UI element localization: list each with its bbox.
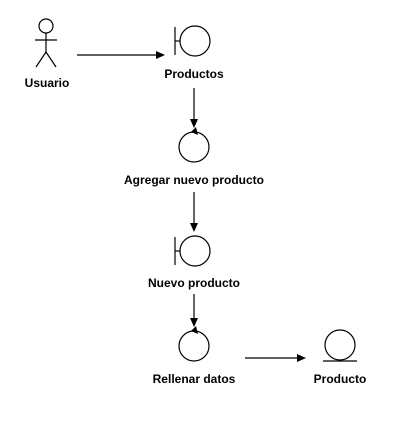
boundary-circle [179,25,211,57]
entity-producto[interactable]: Producto [314,329,367,386]
actor-usuario[interactable]: Usuario [25,18,70,90]
edge-nuevo-rellenar[interactable] [190,294,198,327]
control-circle [178,131,210,163]
edge-arrowhead [190,223,198,232]
control-arrow-tip [191,127,198,135]
boundary-nuevo-label: Nuevo producto [148,276,240,290]
edge-agregar-nuevo[interactable] [190,192,198,232]
control-arrow-tip [191,326,198,334]
control-rellenar-datos[interactable]: Rellenar datos [153,326,236,386]
edge-arrowhead [156,51,165,59]
boundary-nuevo-producto[interactable]: Nuevo producto [148,235,240,290]
actor-left-leg [35,51,47,68]
boundary-productos[interactable]: Productos [164,25,224,81]
entity-circle [324,329,356,361]
actor-right-leg [45,51,57,68]
edge-arrowhead [190,119,198,128]
actor-usuario-label: Usuario [25,76,70,90]
edge-usuario-productos[interactable] [77,51,165,59]
control-rellenar-label: Rellenar datos [153,372,236,386]
edge-arrowhead [297,354,306,362]
control-circle [178,330,210,362]
control-agregar-nuevo-producto[interactable]: Agregar nuevo producto [124,127,264,187]
edge-productos-agregar[interactable] [190,88,198,128]
boundary-circle [179,235,211,267]
entity-producto-label: Producto [314,372,367,386]
edge-arrowhead [190,318,198,327]
control-agregar-label: Agregar nuevo producto [124,173,264,187]
edge-rellenar-producto[interactable] [245,354,306,362]
boundary-productos-label: Productos [164,67,224,81]
actor-head [38,18,54,34]
